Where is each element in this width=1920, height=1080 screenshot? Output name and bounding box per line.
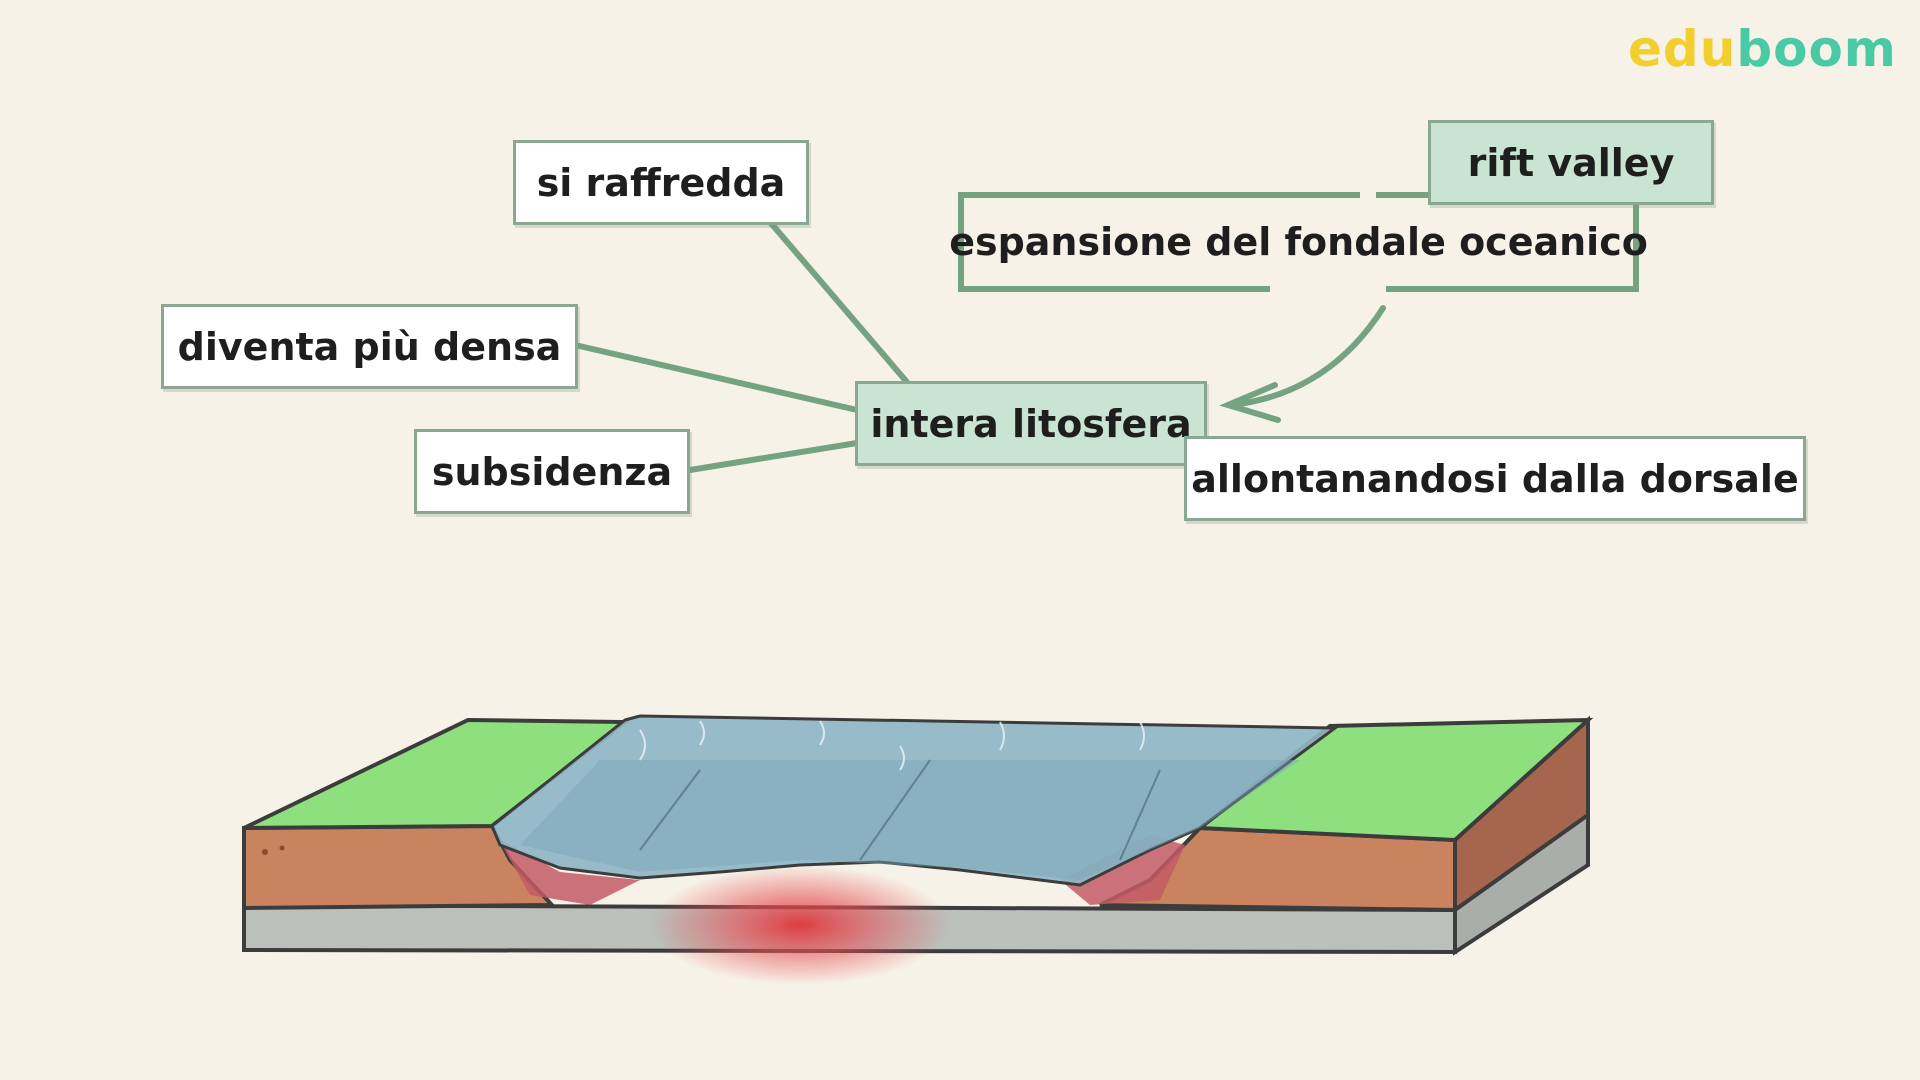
outline-gap xyxy=(1360,190,1376,200)
node-subsidenza: subsidenza xyxy=(414,429,690,514)
rift-wall-left xyxy=(498,838,640,905)
arrow-head xyxy=(1219,382,1281,423)
outline-gap xyxy=(1270,284,1386,294)
logo-part-boom: boom xyxy=(1736,20,1897,78)
node-espansione-label: espansione del fondale oceanico xyxy=(949,220,1648,264)
block-right-side-mantle xyxy=(1453,811,1590,956)
logo-part-edu: edu xyxy=(1628,20,1737,78)
eduboom-logo: eduboom xyxy=(1628,20,1897,78)
rift-wall-right xyxy=(1060,835,1185,905)
water-shading xyxy=(520,760,1300,880)
connector-diventa-piu-densa xyxy=(572,342,860,413)
connector-si-raffredda xyxy=(767,219,915,391)
node-diventa-piu-densa: diventa più densa xyxy=(161,304,578,389)
node-rift-valley: rift valley xyxy=(1428,120,1714,205)
water-surface xyxy=(490,714,1340,887)
node-allontanandosi: allontanandosi dalla dorsale xyxy=(1184,436,1806,521)
node-intera-litosfera: intera litosfera xyxy=(855,381,1207,466)
node-si-raffredda: si raffredda xyxy=(513,140,809,225)
magma-glow xyxy=(650,865,950,985)
curved-arrow xyxy=(1227,305,1386,408)
connector-subsidenza xyxy=(687,440,860,473)
